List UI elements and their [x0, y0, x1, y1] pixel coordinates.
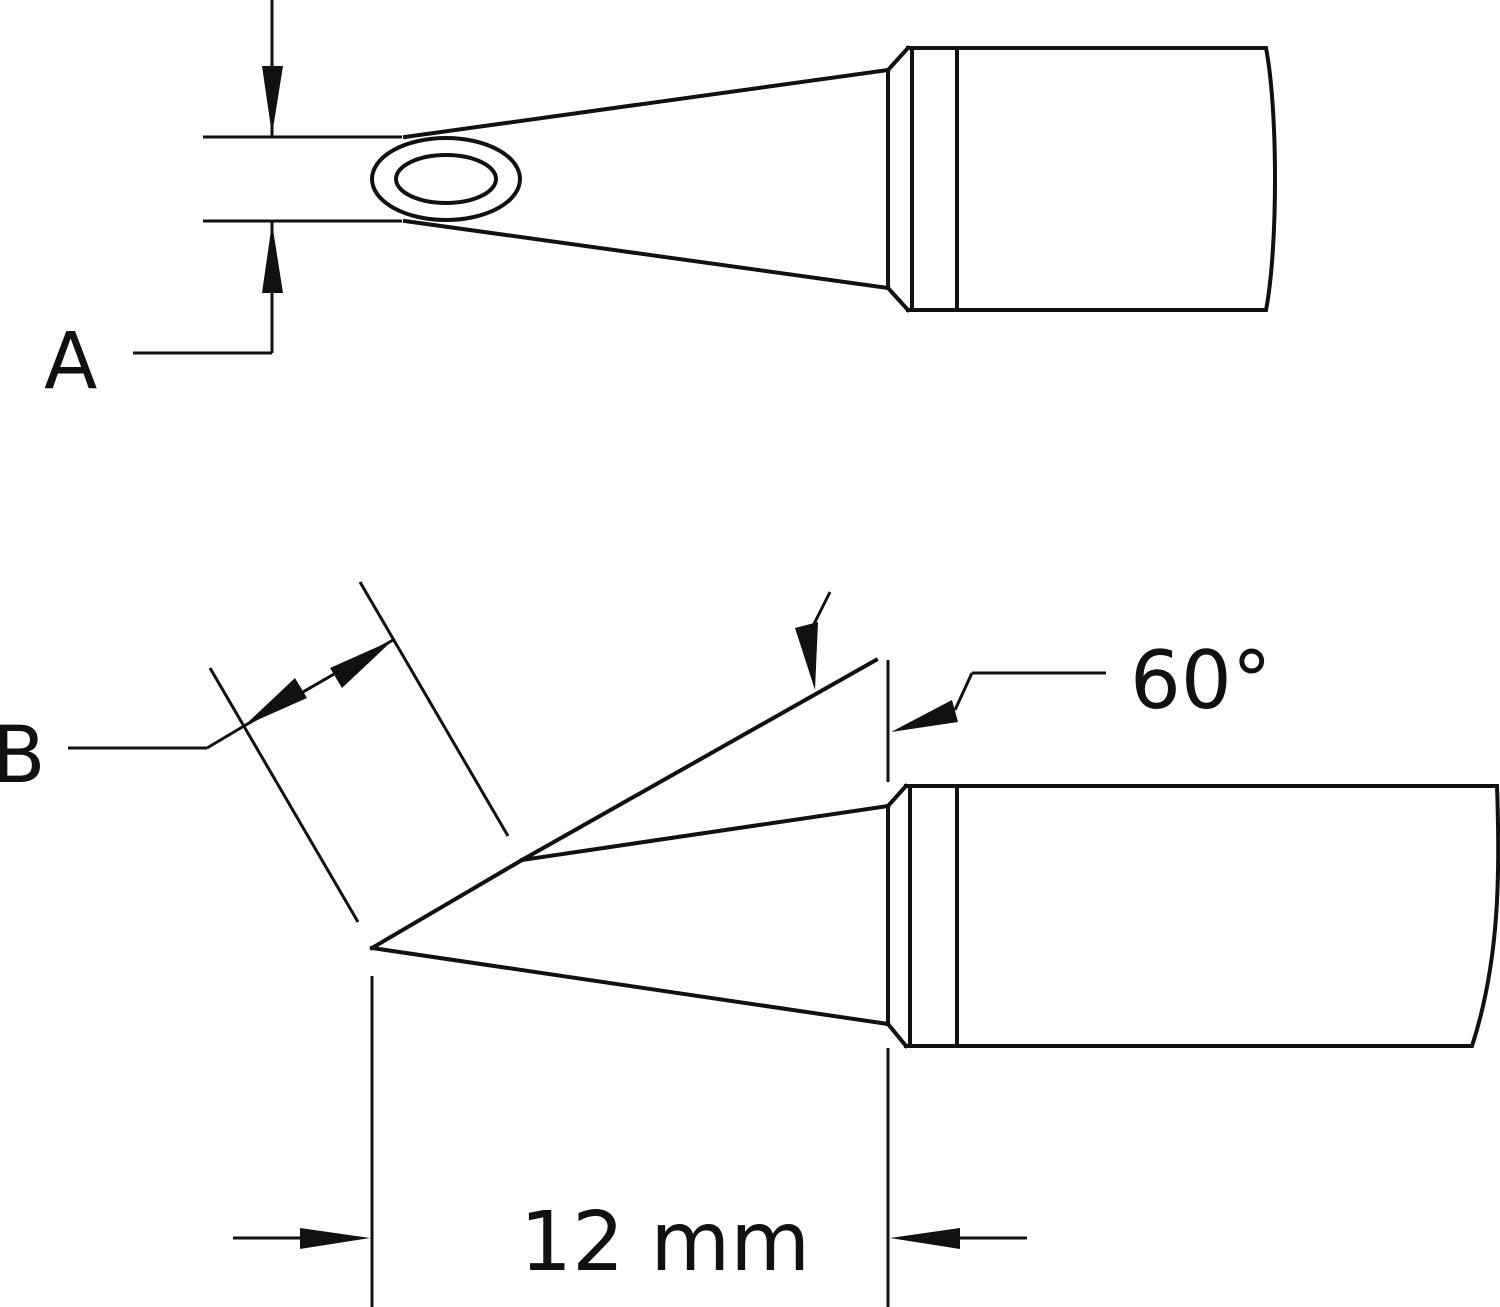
arrowhead [244, 678, 307, 726]
arrowhead [262, 66, 283, 135]
arrowhead [795, 622, 818, 690]
dimension-a: A [44, 0, 402, 407]
top-tip-taper [370, 67, 891, 291]
side-tip-blade [369, 657, 891, 1027]
arrowhead [891, 700, 958, 732]
length-dimension: 12 mm [233, 976, 1027, 1307]
angle-dimension: 60° [795, 591, 1272, 782]
arrowhead [890, 1228, 960, 1249]
top-shank [885, 45, 1277, 313]
dimension-label-b: B [0, 711, 46, 801]
dimension-b: B [0, 581, 510, 923]
top-view: A [44, 0, 1277, 407]
length-label: 12 mm [520, 1195, 810, 1290]
side-view: B 60° 12 mm [0, 581, 1500, 1307]
dimension-label-a: A [44, 317, 97, 407]
side-shank [885, 783, 1500, 1049]
arrowhead [300, 1228, 370, 1249]
arrowhead [330, 640, 393, 688]
angle-label: 60° [1130, 634, 1272, 727]
